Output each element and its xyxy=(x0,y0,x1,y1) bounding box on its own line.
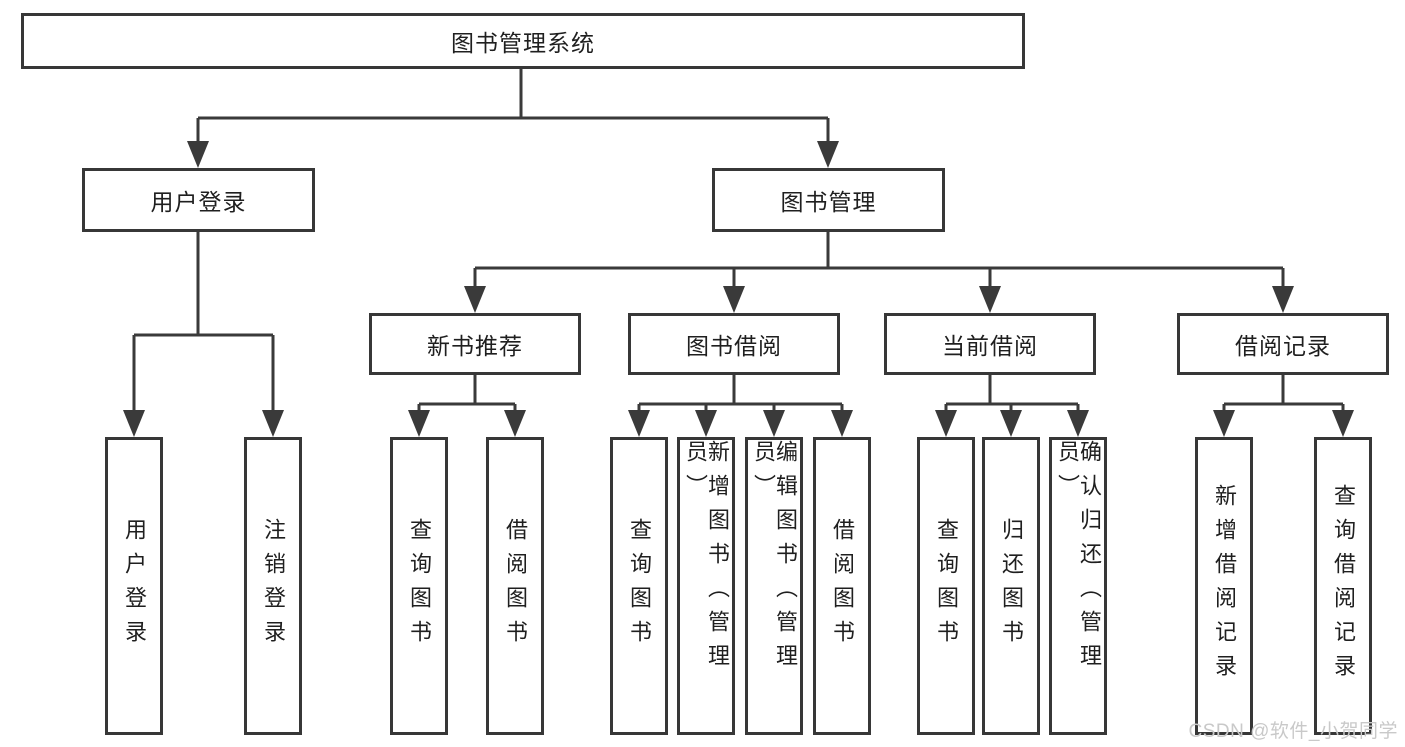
leaf-add-borrow-record: 新增借阅记录 xyxy=(1195,437,1253,735)
arrowhead xyxy=(763,410,785,437)
node-current-borrow: 当前借阅 xyxy=(884,313,1096,375)
node-user-login: 用户登录 xyxy=(82,168,315,232)
connector-borrow-records xyxy=(1222,375,1345,413)
node-book-borrow: 图书借阅 xyxy=(628,313,840,375)
arrowhead xyxy=(723,286,745,313)
connector-root xyxy=(196,69,830,144)
node-book-management: 图书管理 xyxy=(712,168,945,232)
connector-user-login xyxy=(132,232,275,413)
node-root-system: 图书管理系统 xyxy=(21,13,1025,69)
arrowheads-new-book xyxy=(408,410,526,437)
arrowhead xyxy=(935,410,957,437)
leaf-add-book-admin: 新增图书（管理员） xyxy=(677,437,735,735)
leaf-confirm-return-admin: 确认归还（管理员） xyxy=(1049,437,1107,735)
connector-current-borrow xyxy=(944,375,1080,413)
arrowhead xyxy=(262,410,284,437)
leaf-user-login: 用户登录 xyxy=(105,437,163,735)
node-new-book-recommend: 新书推荐 xyxy=(369,313,581,375)
leaf-borrow-books: 借阅图书 xyxy=(813,437,871,735)
leaf-query-borrow-record: 查询借阅记录 xyxy=(1314,437,1372,735)
arrowhead xyxy=(817,141,839,168)
connector-new-book xyxy=(417,375,517,413)
arrowheads-current-borrow xyxy=(935,410,1089,437)
csdn-watermark: CSDN @软件_小贺同学 xyxy=(1188,721,1398,742)
leaf-logout: 注销登录 xyxy=(244,437,302,735)
leaf-query-books-current: 查询图书 xyxy=(917,437,975,735)
arrowhead xyxy=(1213,410,1235,437)
arrowhead xyxy=(504,410,526,437)
arrowhead xyxy=(1272,286,1294,313)
arrowhead xyxy=(187,141,209,168)
arrowhead xyxy=(1332,410,1354,437)
node-borrow-records: 借阅记录 xyxy=(1177,313,1389,375)
arrowhead xyxy=(979,286,1001,313)
leaf-borrow-books-recommend: 借阅图书 xyxy=(486,437,544,735)
arrowhead xyxy=(408,410,430,437)
arrowhead xyxy=(123,410,145,437)
leaf-return-book: 归还图书 xyxy=(982,437,1040,735)
leaf-query-books-recommend: 查询图书 xyxy=(390,437,448,735)
connector-book-management xyxy=(473,232,1285,288)
leaf-edit-book-admin: 编辑图书（管理员） xyxy=(745,437,803,735)
arrowhead xyxy=(695,410,717,437)
arrowhead xyxy=(1000,410,1022,437)
arrowhead xyxy=(464,286,486,313)
leaf-query-books-borrow: 查询图书 xyxy=(610,437,668,735)
connector-book-borrow xyxy=(637,375,844,413)
arrowheads-user-login xyxy=(123,410,284,437)
arrowhead xyxy=(1067,410,1089,437)
arrowheads-borrow-records xyxy=(1213,410,1354,437)
arrowhead xyxy=(628,410,650,437)
arrowhead xyxy=(831,410,853,437)
arrowheads-book-management xyxy=(464,286,1294,313)
arrowheads-book-borrow xyxy=(628,410,853,437)
arrowheads-root xyxy=(187,141,839,168)
